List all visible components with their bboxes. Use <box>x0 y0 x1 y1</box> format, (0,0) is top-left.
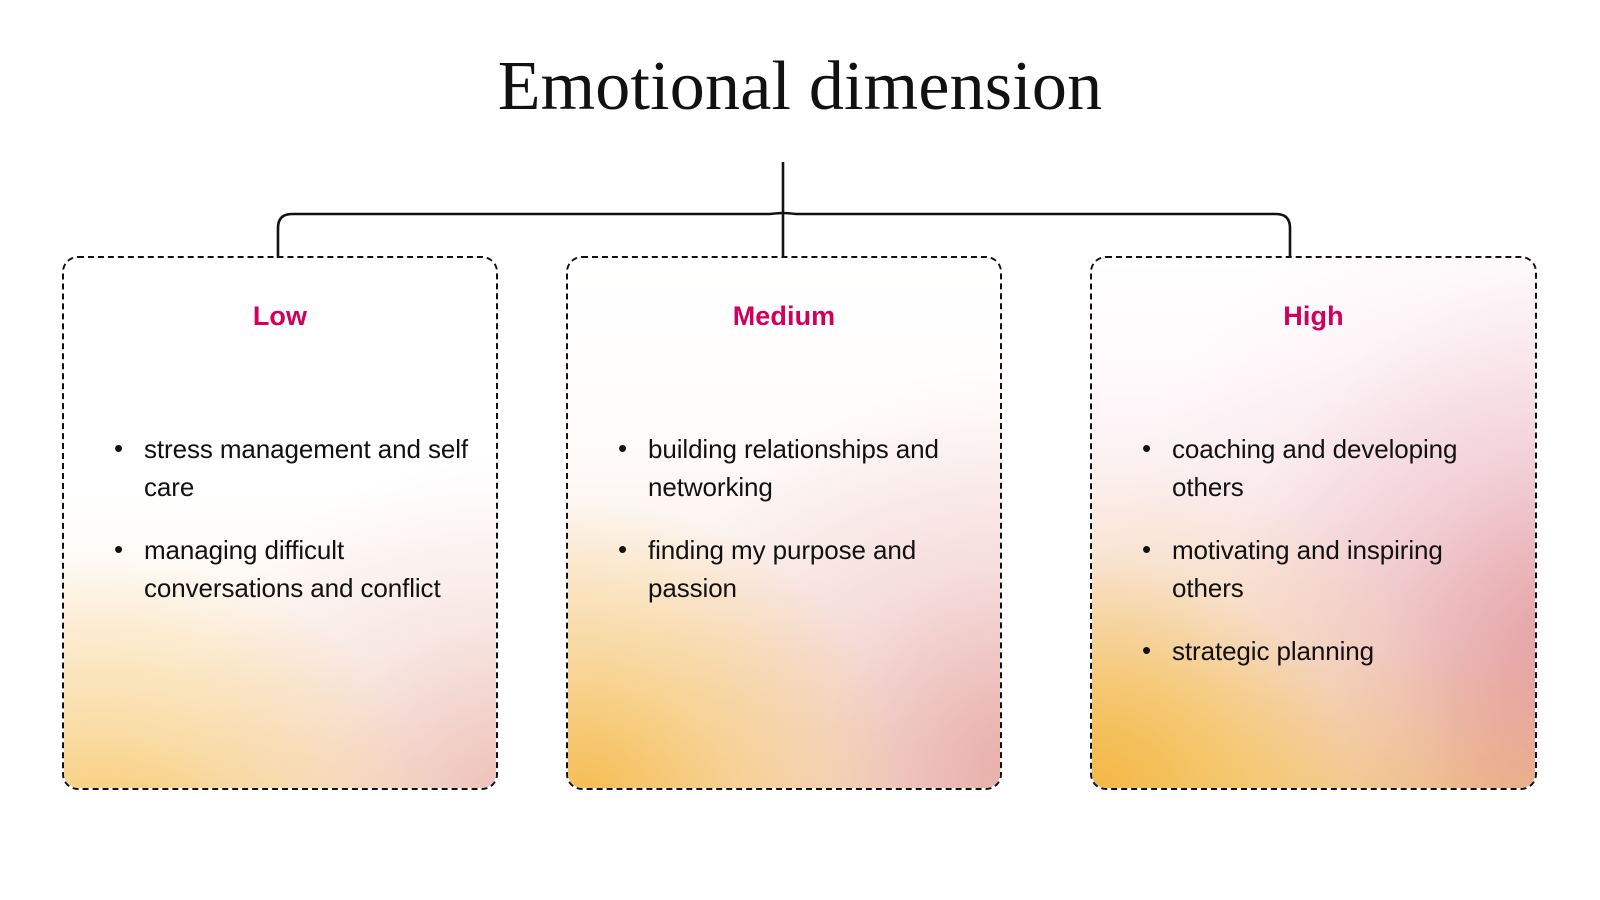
card-title-medium: Medium <box>732 301 836 331</box>
card-title-high: High <box>1283 301 1344 331</box>
list-item: finding my purpose and passion <box>614 530 978 608</box>
list-item: motivating and inspiring others <box>1138 530 1513 608</box>
card-content-low: Low stress management and self care mana… <box>64 258 496 788</box>
card-title-low: Low <box>252 301 308 331</box>
card-gradient-high <box>1092 258 1535 788</box>
card-content-high: High coaching and developing others moti… <box>1092 258 1535 788</box>
branch-card-high[interactable]: High coaching and developing others moti… <box>1090 256 1537 790</box>
card-content-medium: Medium building relationships and networ… <box>568 258 1000 788</box>
list-item: managing difficult conversations and con… <box>110 530 474 608</box>
list-item: strategic planning <box>1138 631 1513 670</box>
card-gradient-low <box>64 258 496 788</box>
bullet-list-high: coaching and developing others motivatin… <box>1138 429 1513 670</box>
card-gradient-medium <box>568 258 1000 788</box>
list-item: stress management and self care <box>110 429 474 507</box>
page-title: Emotional dimension <box>497 48 1103 125</box>
branch-card-medium[interactable]: Medium building relationships and networ… <box>566 256 1002 790</box>
list-item: coaching and developing others <box>1138 429 1513 507</box>
bullet-list-medium: building relationships and networking fi… <box>614 429 978 608</box>
bullet-list-low: stress management and self care managing… <box>110 429 474 608</box>
list-item: building relationships and networking <box>614 429 978 507</box>
branch-card-low[interactable]: Low stress management and self care mana… <box>62 256 498 790</box>
